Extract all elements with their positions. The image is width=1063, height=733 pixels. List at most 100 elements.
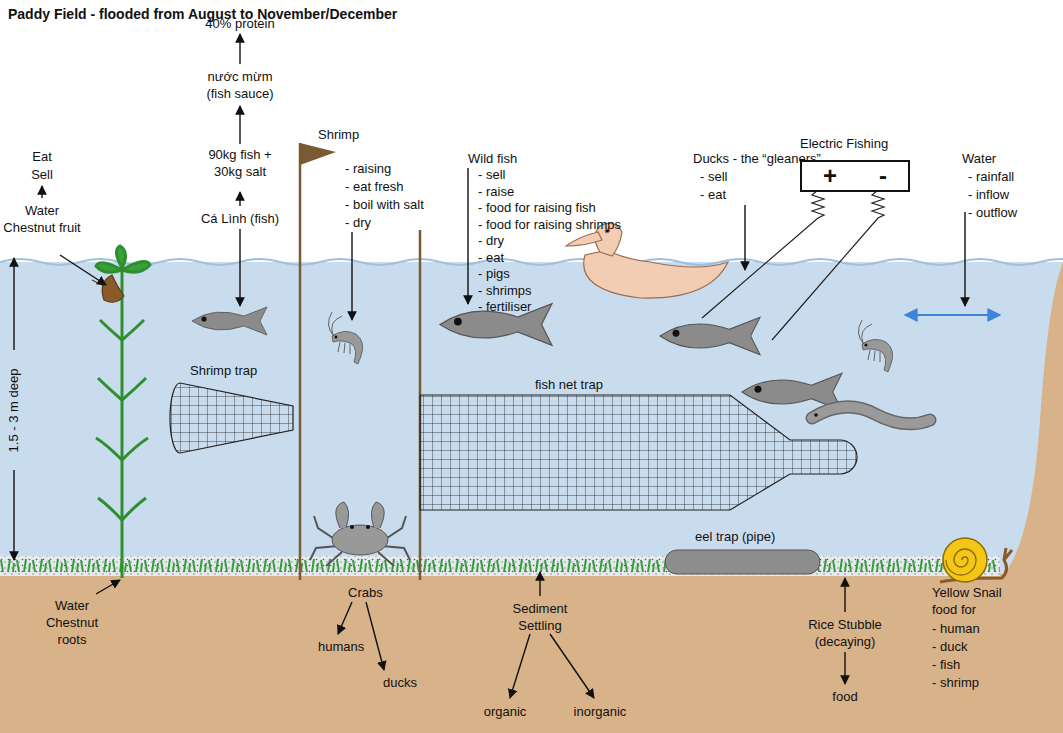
text-label: eel trap (pipe): [695, 528, 775, 545]
text-label: - sell: [478, 166, 505, 183]
illustration-circle: [814, 413, 818, 417]
text-label: - eat: [478, 249, 504, 266]
text-label: Wild fish: [468, 150, 517, 167]
text-label: humans: [318, 638, 364, 655]
text-label: Water: [962, 150, 996, 167]
illustration-path: [744, 205, 745, 270]
illustration-use: [660, 317, 760, 354]
text-label: - raise: [478, 183, 514, 200]
illustration-path: [96, 580, 120, 594]
illustration-path: [96, 320, 148, 520]
illustration-path: [420, 395, 857, 510]
text-label: - human: [932, 620, 980, 637]
text-label: - food for raising fish: [478, 199, 596, 216]
text-label: - sell: [700, 168, 727, 185]
text-label: Electric Fishing: [800, 135, 888, 152]
illustration-path: [964, 212, 965, 306]
text-label: - fertiliser: [478, 298, 531, 315]
text-label: - boil with salt: [345, 196, 424, 213]
illustration-path: [772, 190, 884, 340]
depth-label: 1.5 - 3 m deep: [6, 368, 23, 452]
illustration-circle: [366, 525, 370, 529]
illustration-path: [13, 258, 14, 350]
text-label: - duck: [932, 638, 967, 655]
illustration-path: [702, 190, 824, 318]
text-label: Yellow Snail food for: [932, 584, 1027, 618]
illustration-path: [300, 143, 336, 165]
illustration-path: [510, 634, 530, 698]
illustration-path: [995, 262, 1063, 582]
text-label: - dry: [478, 232, 504, 249]
text-label: Sediment Settling: [500, 600, 580, 634]
leader-arrows: [14, 34, 965, 698]
text-label: food: [832, 688, 857, 705]
terminal-sign: -: [879, 164, 887, 188]
illustration-rect: [0, 552, 1000, 576]
illustration-circle: [943, 538, 987, 582]
illustration-rect: [665, 550, 820, 574]
water-chestnut: [92, 246, 150, 578]
traps: [170, 383, 857, 574]
terminal-sign: +: [823, 164, 837, 188]
diagram-title: Paddy Field - flooded from August to Nov…: [8, 6, 397, 23]
illustration-path: [584, 250, 728, 298]
illustration-path: [338, 602, 352, 634]
animals: [192, 223, 1012, 582]
text-label: - shrimp: [932, 674, 979, 691]
text-label: - raising: [345, 160, 391, 177]
text-label: - fish: [932, 656, 960, 673]
illustration-path: [239, 34, 240, 64]
illustration-path: [467, 168, 468, 304]
illustration-path: [60, 255, 106, 285]
illustration-path: [239, 192, 240, 206]
illustration-path: [239, 106, 240, 144]
illustration-path: [121, 270, 124, 578]
illustration-path: [812, 407, 930, 424]
illustration-path: [550, 634, 594, 698]
illustration-path: [41, 186, 42, 198]
text-label: Shrimp: [318, 126, 359, 143]
text-label: ducks: [383, 674, 417, 691]
yellow-snail: [940, 538, 1012, 582]
text-label: Cá Lình (fish): [201, 210, 279, 227]
illustration-path: [812, 407, 930, 424]
illustration-circle: [350, 525, 354, 529]
crab: [310, 502, 410, 566]
text-label: - dry: [345, 214, 371, 231]
illustration-use: [328, 312, 362, 364]
illustration-path: [336, 502, 384, 528]
text-label: Water Chestnut roots: [32, 597, 112, 648]
text-label: - food for raising shrimps: [478, 216, 621, 233]
illustration-path: [366, 602, 384, 670]
text-label: - shrimps: [478, 282, 531, 299]
illustration-path: [0, 259, 1063, 265]
field-ground: [0, 259, 1063, 733]
illustration-ellipse: [332, 525, 388, 555]
text-label: Rice Stubble (decaying): [798, 616, 893, 650]
illustration-path: [170, 383, 293, 453]
text-label: 90kg fish + 30kg salt: [194, 146, 286, 180]
fishing-wires: [702, 190, 884, 340]
text-label: 40% protein: [205, 15, 274, 32]
illustration-path: [13, 470, 14, 560]
text-label: - rainfall: [968, 168, 1014, 185]
text-label: fish net trap: [535, 376, 603, 393]
illustration-path: [566, 232, 602, 246]
illustration-path: [844, 578, 845, 612]
text-label: Eat: [32, 148, 52, 165]
text-label: inorganic: [574, 703, 627, 720]
text-label: - eat: [700, 186, 726, 203]
text-label: nước mừm (fish sauce): [194, 68, 286, 102]
illustration-rect: [0, 574, 1063, 733]
water-flow-arrow: [905, 314, 1000, 316]
text-label: Sell: [31, 166, 53, 183]
illustration-path: [239, 229, 240, 306]
text-label: Crabs: [348, 584, 383, 601]
illustration-path: [844, 652, 845, 684]
text-label: Shrimp trap: [190, 362, 257, 379]
text-label: Water Chestnut fruit: [2, 202, 82, 236]
illustration-use: [192, 307, 267, 335]
illustration-path: [310, 516, 410, 566]
text-label: - outflow: [968, 204, 1017, 221]
